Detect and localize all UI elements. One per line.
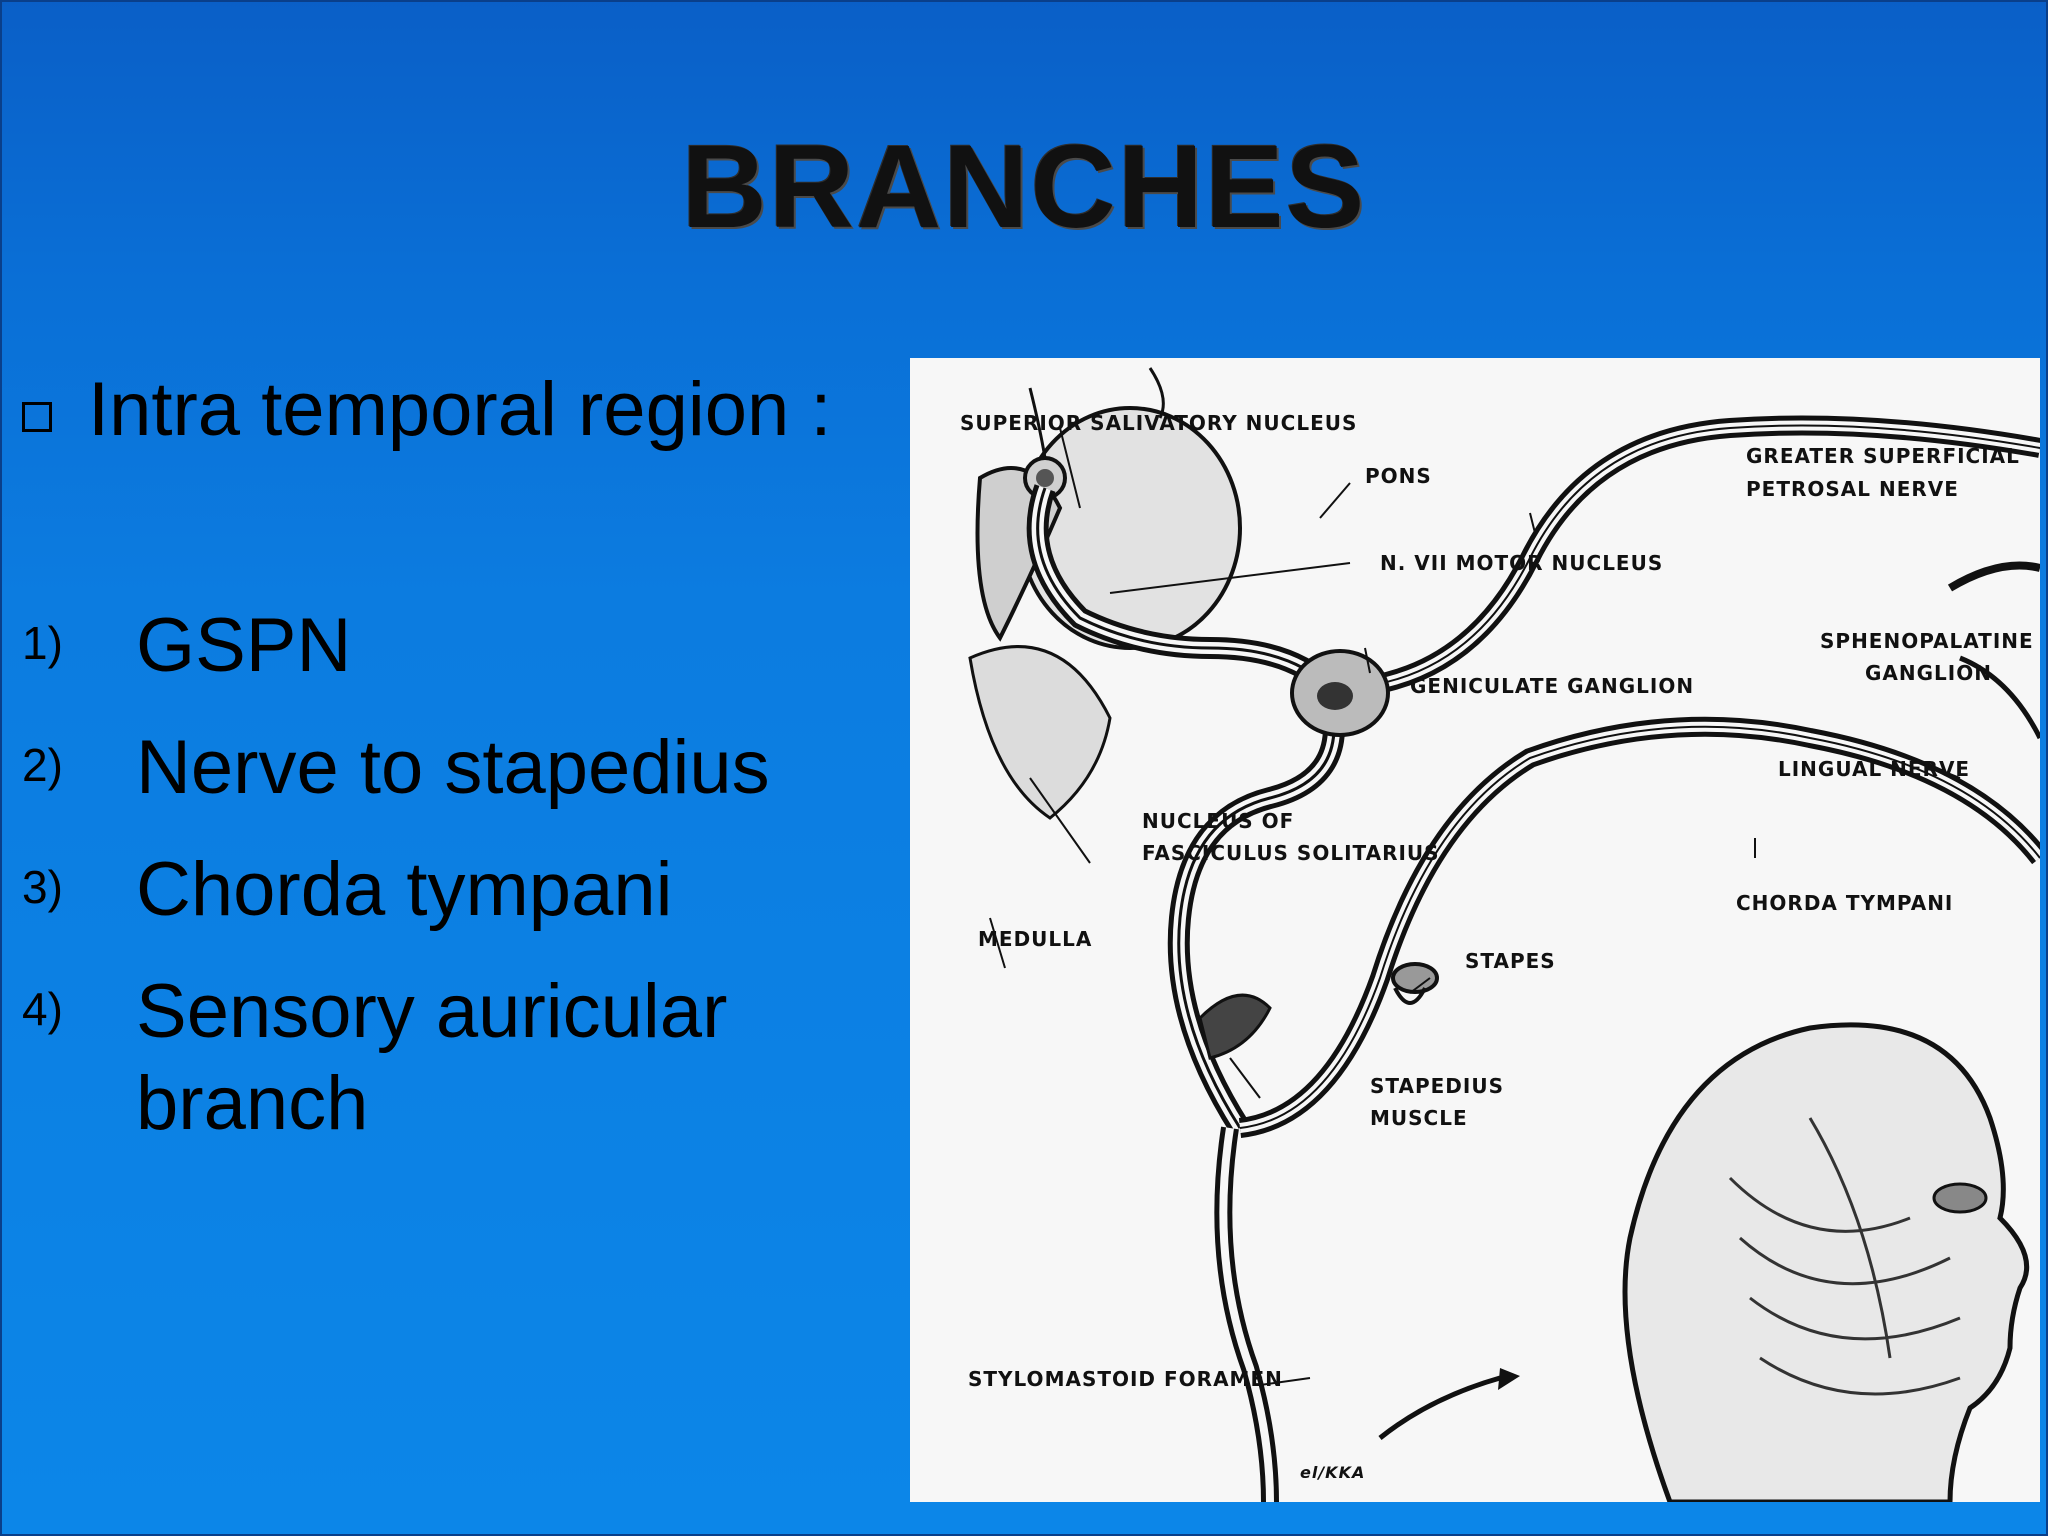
list-item-text: Sensory auricular branch <box>136 969 728 1146</box>
label-motor-nucleus: N. VII MOTOR NUCLEUS <box>1380 551 1663 575</box>
branch-list: 1) GSPN 2) Nerve to stapedius 3) Chorda … <box>22 600 836 1180</box>
list-item: 4) Sensory auricular branch <box>22 966 836 1150</box>
label-sphenopalatine-line2: GANGLION <box>1865 661 1992 685</box>
list-item: 2) Nerve to stapedius <box>22 722 836 814</box>
label-superior-salivatory: SUPERIOR SALIVATORY NUCLEUS <box>960 411 1357 435</box>
diagram-svg: SUPERIOR SALIVATORY NUCLEUS PONS GREATER… <box>910 358 2040 1502</box>
label-chorda: CHORDA TYMPANI <box>1736 891 1953 915</box>
geniculate-ganglion-drawing <box>1290 649 1390 737</box>
list-number: 1) <box>22 617 63 669</box>
heading-text: Intra temporal region : <box>88 367 832 452</box>
arrow-drawing <box>1378 1375 1501 1440</box>
label-stapedius-line2: MUSCLE <box>1370 1106 1468 1130</box>
label-medulla: MEDULLA <box>978 927 1092 951</box>
stapes-drawing <box>1391 962 1439 1005</box>
label-solitarius-line1: NUCLEUS OF <box>1142 809 1294 833</box>
label-signature: el/KKA <box>1300 1463 1365 1482</box>
list-number: 2) <box>22 739 63 791</box>
arrow-head-icon <box>1498 1368 1520 1390</box>
facial-nerve-path <box>1026 415 2040 1502</box>
label-geniculate: GENICULATE GANGLION <box>1410 674 1694 698</box>
label-solitarius-line2: FASCICULUS SOLITARIUS <box>1142 841 1440 865</box>
label-stylomastoid: STYLOMASTOID FORAMEN <box>968 1367 1283 1391</box>
bullet-heading: Intra temporal region : <box>22 372 832 448</box>
label-pons: PONS <box>1365 464 1432 488</box>
list-item-text: Chorda tympani <box>136 847 673 932</box>
list-number: 3) <box>22 861 63 913</box>
list-number: 4) <box>22 983 63 1035</box>
slide-title: BRANCHES <box>681 121 1367 253</box>
leader-lines <box>989 427 1961 1386</box>
list-item-text: Nerve to stapedius <box>136 725 770 810</box>
label-stapes: STAPES <box>1465 949 1556 973</box>
list-item: 3) Chorda tympani <box>22 844 836 936</box>
facial-nerve-diagram: SUPERIOR SALIVATORY NUCLEUS PONS GREATER… <box>910 358 2040 1502</box>
list-item: 1) GSPN <box>22 600 836 692</box>
label-stapedius-line1: STAPEDIUS <box>1370 1074 1504 1098</box>
label-lingual: LINGUAL NERVE <box>1778 757 1970 781</box>
stapedius-drawing <box>1198 993 1272 1060</box>
label-sphenopalatine-line1: SPHENOPALATINE <box>1820 629 2034 653</box>
square-bullet-icon <box>22 402 52 432</box>
list-item-text: GSPN <box>136 603 352 688</box>
label-gspn-line2: PETROSAL NERVE <box>1746 477 1959 501</box>
brainstem-drawing <box>968 367 1242 820</box>
label-gspn-line1: GREATER SUPERFICIAL <box>1746 444 2020 468</box>
head-profile-drawing <box>1622 1022 2030 1502</box>
